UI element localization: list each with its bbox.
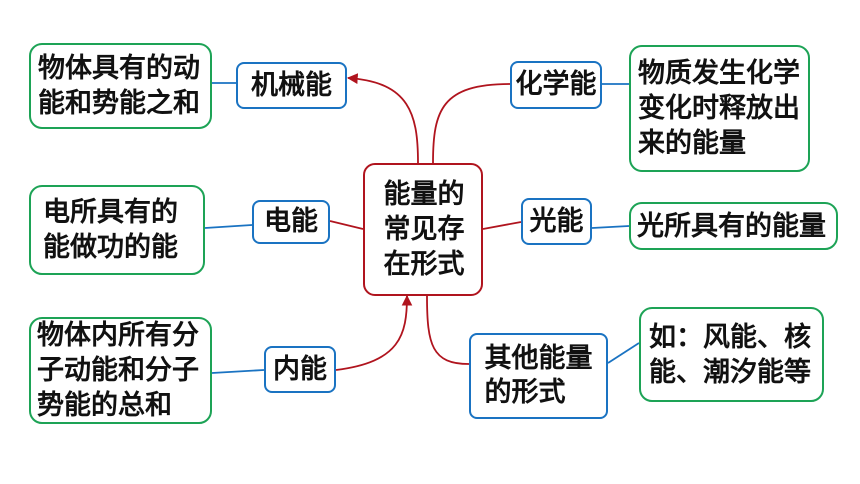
definition-node-electric: 电所具有的 能做功的能 — [29, 185, 205, 275]
form-node-internal: 内能 — [264, 346, 336, 393]
definition-text-other: 如：风能、核 能、潮汐能等 — [649, 321, 811, 388]
definition-text-mechanical: 物体具有的动 能和势能之和 — [38, 53, 200, 119]
connector-mechanical — [346, 73, 419, 164]
form-label-internal: 内能 — [273, 353, 327, 385]
definition-node-chemical: 物质发生化学 变化时释放出 来的能量 — [629, 45, 810, 172]
form-label-other: 其他能量 的形式 — [484, 343, 593, 408]
form-node-chemical: 化学能 — [510, 61, 602, 109]
form-node-electric: 电能 — [252, 200, 330, 244]
center-label: 能量的 常见存 在形式 — [383, 179, 465, 280]
form-label-electric: 电能 — [264, 206, 318, 237]
definition-text-light: 光所具有的能量 — [637, 210, 826, 242]
definition-node-light: 光所具有的能量 — [629, 202, 838, 250]
form-label-chemical: 化学能 — [515, 69, 597, 100]
center-node: 能量的 常见存 在形式 — [363, 163, 483, 296]
connector-light — [482, 221, 522, 230]
connector-light-definition — [591, 225, 630, 229]
form-node-light: 光能 — [521, 198, 592, 245]
connector-chemical — [432, 83, 511, 164]
definition-node-mechanical: 物体具有的动 能和势能之和 — [29, 43, 212, 129]
form-node-other: 其他能量 的形式 — [469, 333, 608, 419]
connector-electric-definition — [204, 224, 253, 229]
connector-electric — [329, 220, 364, 230]
form-label-mechanical: 机械能 — [251, 69, 332, 101]
connector-internal-definition — [211, 369, 265, 374]
definition-text-electric: 电所具有的 能做功的能 — [43, 197, 178, 263]
definition-node-internal: 物体内所有分 子动能和分子 势能的总和 — [29, 317, 212, 424]
connector-other — [426, 295, 470, 365]
definition-node-other: 如：风能、核 能、潮汐能等 — [639, 307, 824, 402]
connector-internal — [335, 294, 413, 371]
form-node-mechanical: 机械能 — [236, 62, 347, 109]
definition-text-chemical: 物质发生化学 变化时释放出 来的能量 — [638, 58, 800, 159]
connector-other-definition — [607, 342, 640, 364]
definition-text-internal: 物体内所有分 子动能和分子 势能的总和 — [37, 320, 199, 421]
form-label-light: 光能 — [529, 205, 584, 237]
